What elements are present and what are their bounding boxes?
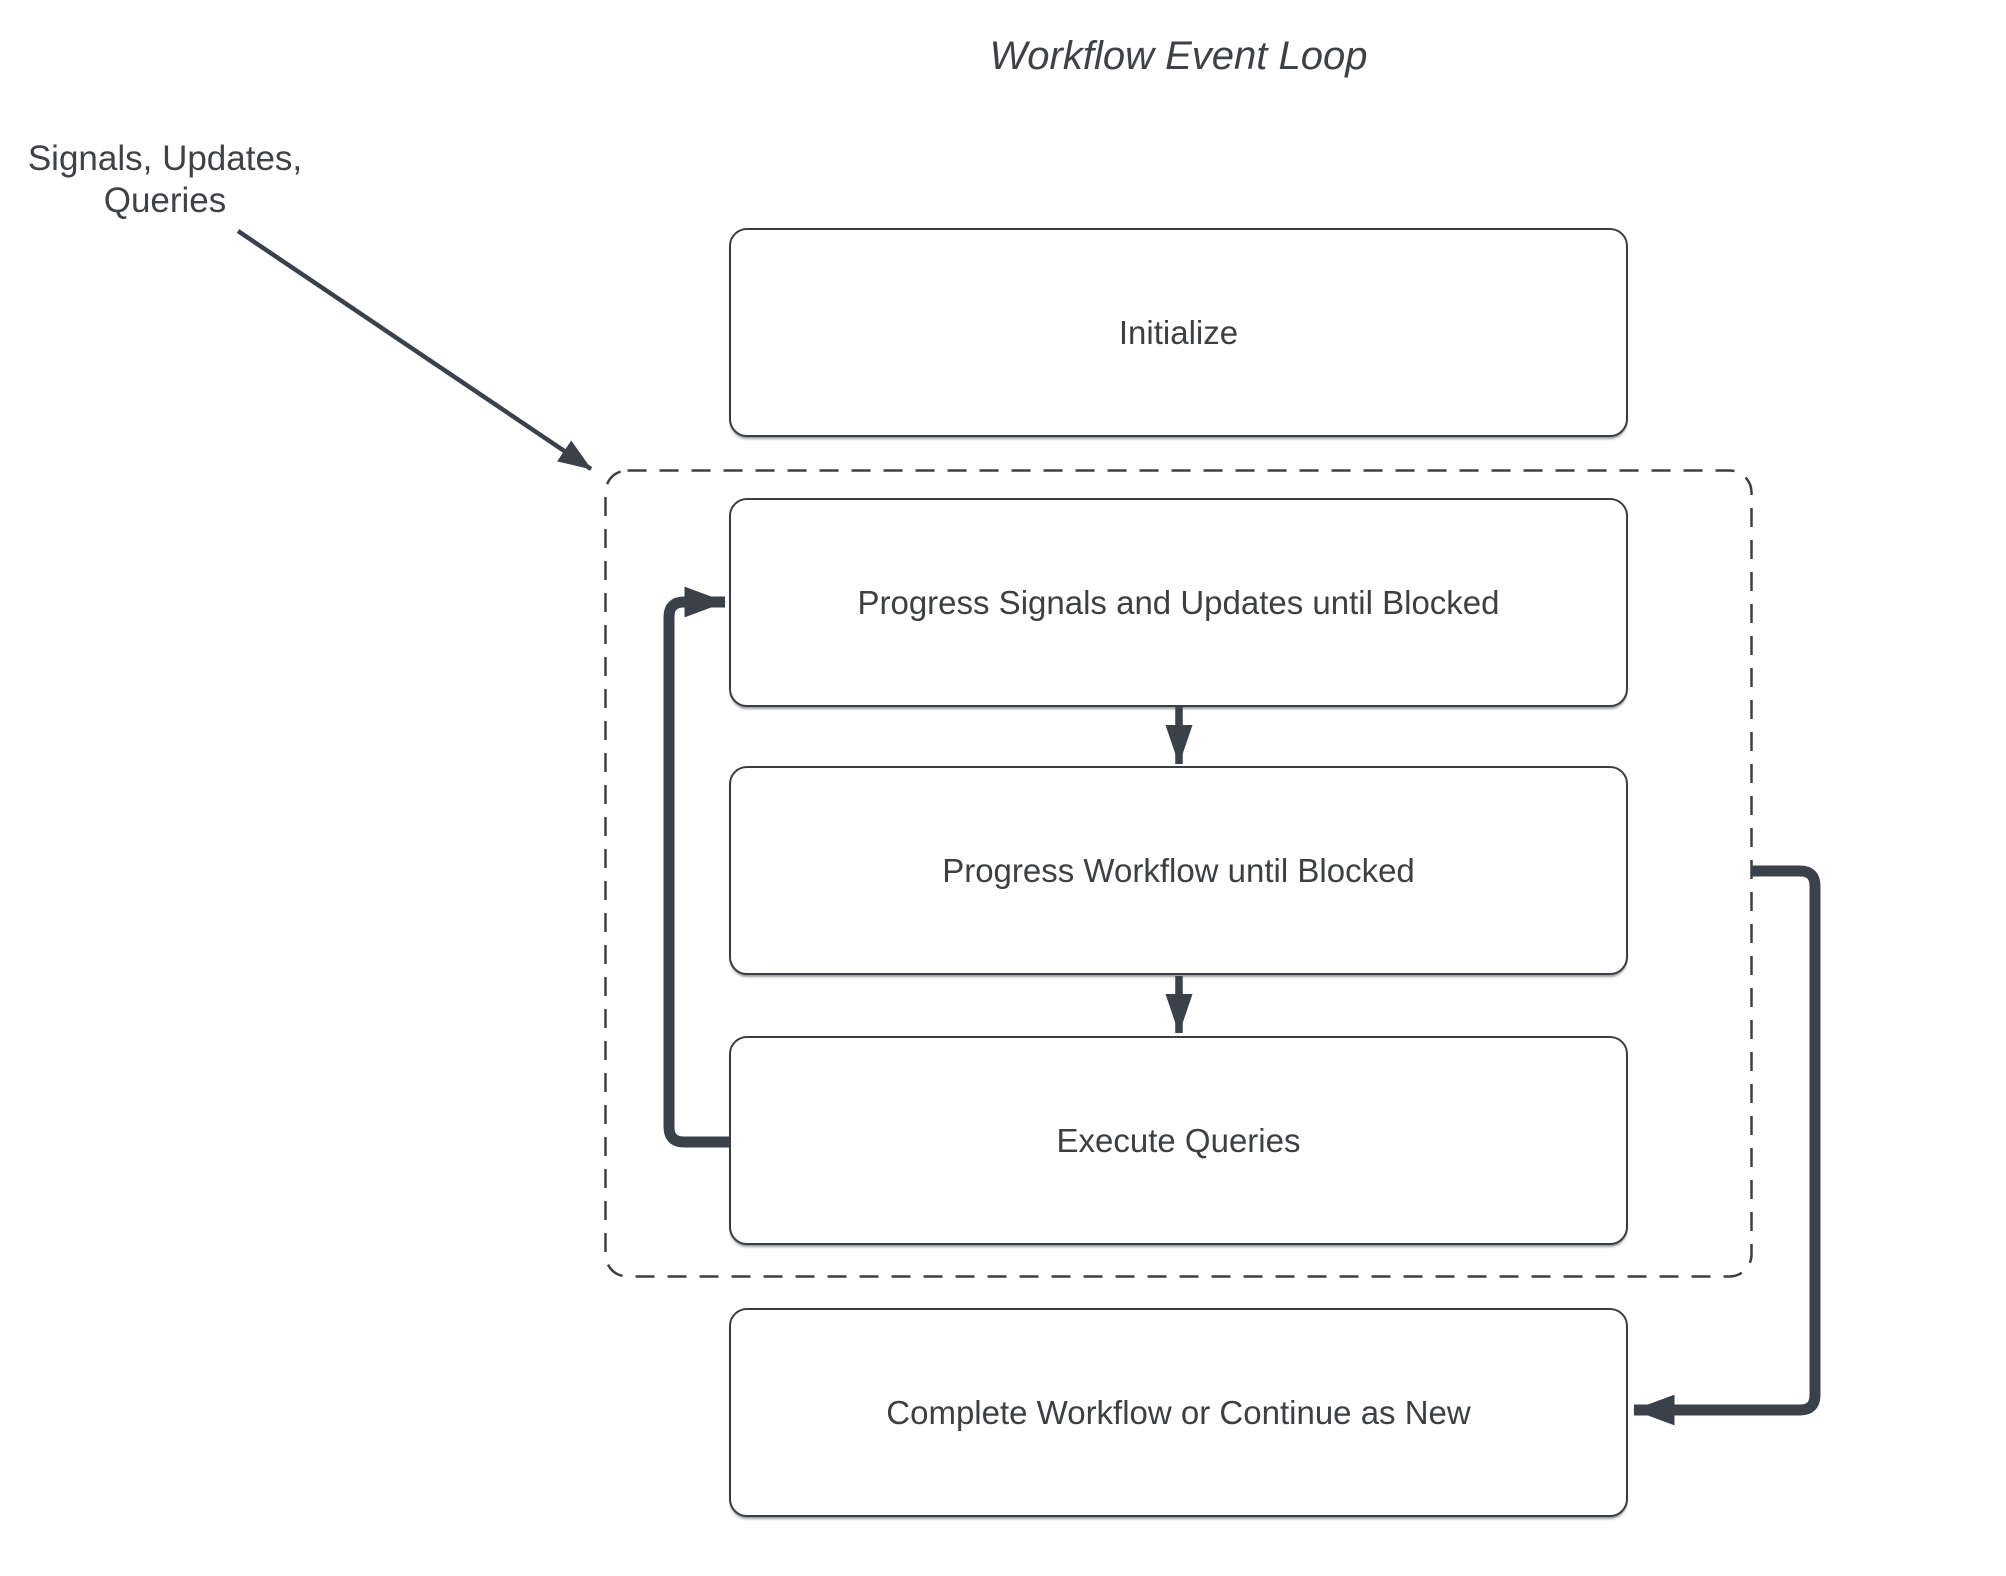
loop-back-connector xyxy=(663,586,729,1148)
event-loop-dashed-boundary xyxy=(604,469,1753,1278)
node-progress-workflow-label: Progress Workflow until Blocked xyxy=(942,851,1415,889)
node-complete-workflow-label: Complete Workflow or Continue as New xyxy=(886,1393,1471,1431)
node-initialize-label: Initialize xyxy=(1118,313,1239,351)
exit-loop-connector xyxy=(1632,865,1821,1426)
annotation-line-2: Queries xyxy=(103,181,227,220)
node-execute-queries: Execute Queries xyxy=(729,1036,1628,1245)
node-progress-signals-label: Progress Signals and Updates until Block… xyxy=(857,583,1500,621)
signals-updates-queries-arrow xyxy=(236,229,593,471)
node-execute-queries-label: Execute Queries xyxy=(1056,1121,1301,1159)
signals-updates-queries-label: Signals, Updates, Queries xyxy=(20,138,310,222)
node-complete-workflow: Complete Workflow or Continue as New xyxy=(729,1308,1628,1517)
node-progress-workflow: Progress Workflow until Blocked xyxy=(729,766,1628,975)
node-progress-signals-and-updates: Progress Signals and Updates until Block… xyxy=(729,498,1628,707)
node-initialize: Initialize xyxy=(729,228,1628,437)
annotation-line-1: Signals, Updates, xyxy=(27,139,303,178)
diagram-title: Workflow Event Loop xyxy=(989,34,1368,78)
